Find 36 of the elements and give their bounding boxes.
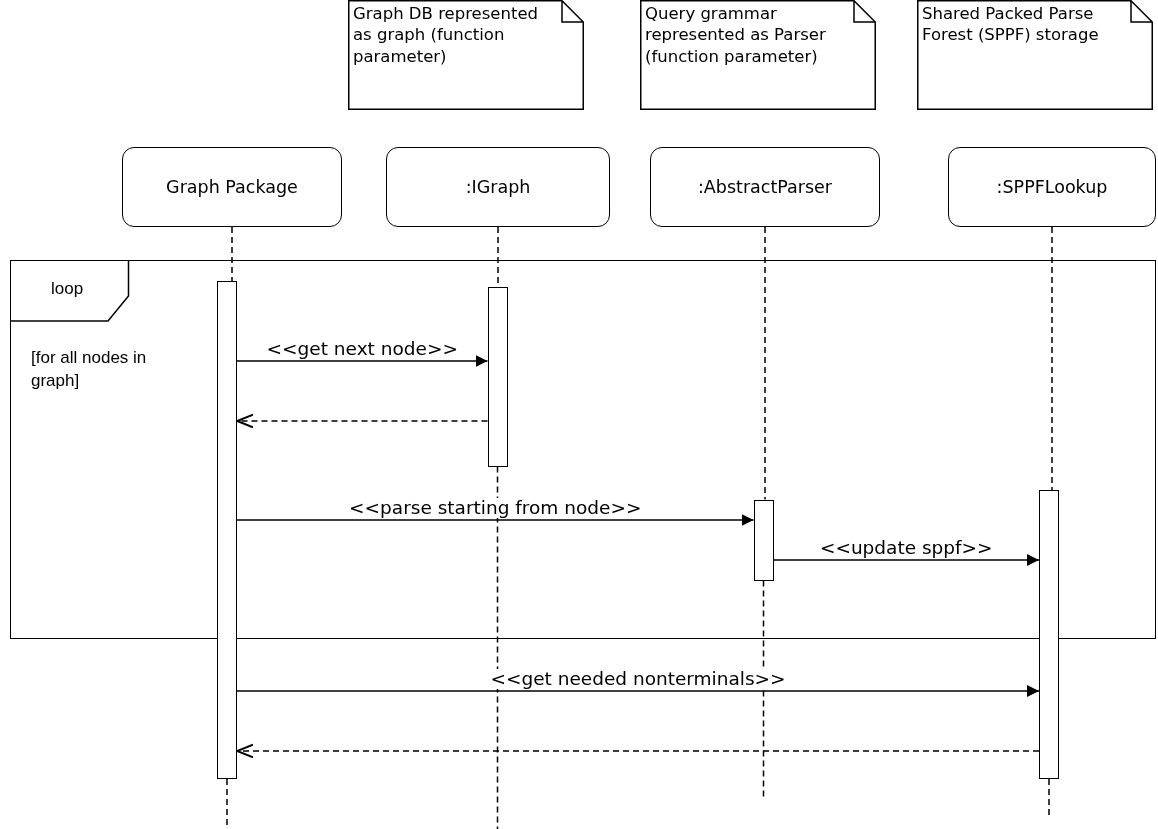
message-arrow [236,514,755,526]
message-label: <<get next node>> [265,338,459,359]
note [917,0,1153,110]
participant-box [122,147,342,227]
message-arrow [236,685,1040,697]
return-arrow [236,743,1040,759]
participant-box [650,147,880,227]
participant-label: :SPPFLookup [996,177,1108,197]
lifeline [231,226,233,282]
activation-bar [217,281,237,779]
note-text: Graph DB represented as graph (function parameter) [353,3,540,68]
frame-operator-label: loop [51,279,84,299]
message-label: <<get needed nonterminals>> [489,668,787,689]
lifeline [496,465,499,829]
participant-box [948,147,1156,227]
participant-label: Graph Package [166,177,298,197]
note [640,0,876,110]
note [348,0,584,110]
participant-label: :AbstractParser [697,177,833,197]
activation-bar [1039,490,1059,779]
message-arrow [236,355,489,367]
message-label: <<update sppf>> [818,537,994,558]
lifeline [1048,778,1050,816]
participant-box [386,147,610,227]
activation-bar [753,499,774,581]
guard-condition: [for all nodes in graph] [31,347,148,392]
note-text: Shared Packed Parse Forest (SPPF) storage [922,3,1100,46]
lifeline [1051,226,1053,491]
message-label: <<parse starting from node>> [348,497,643,518]
return-arrow [236,413,489,429]
note-text: Query grammar represented as Parser (function parameter) [645,3,827,68]
lifeline [764,226,766,501]
loop-frame [10,260,1156,639]
activation-bar [487,286,508,467]
participant-label: :IGraph [465,177,531,197]
message-arrow [772,554,1040,566]
